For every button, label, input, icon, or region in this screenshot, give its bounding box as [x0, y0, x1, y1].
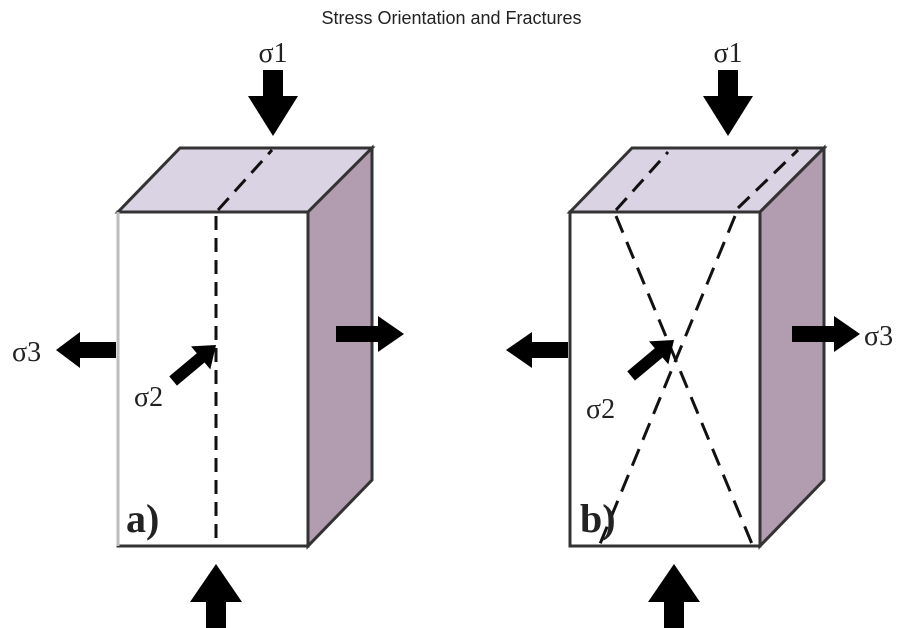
block-b-side-face [758, 144, 826, 550]
sigma2-label-a: σ2 [134, 382, 163, 413]
sigma3-arrow-left-a [56, 332, 116, 368]
fracture-b-front-1 [614, 215, 754, 545]
sigma3-arrow-right-b [792, 316, 860, 352]
block-a-front-face [116, 210, 310, 548]
panel-label-b: b) [580, 496, 616, 541]
sigma2-arrow-b [627, 340, 674, 381]
bottom-arrow-b [648, 564, 700, 628]
sigma2-arrow-a [169, 345, 216, 386]
panel-b: σ1 σ3 σ2 b) [506, 38, 893, 628]
panel-a: σ1 σ3 σ2 a) [12, 38, 404, 628]
fracture-b-front-2 [598, 215, 737, 545]
sigma1-arrow-a [248, 70, 298, 136]
bottom-arrow-a [190, 564, 242, 628]
sigma1-label-a: σ1 [258, 38, 287, 69]
block-a-side-face [306, 144, 374, 550]
tension-arrow-right-a [336, 316, 404, 352]
sigma1-arrow-b [703, 70, 753, 136]
sigma3-label-b: σ3 [864, 321, 893, 352]
fracture-b-top-2 [736, 148, 800, 210]
sigma2-label-b: σ2 [586, 394, 615, 425]
panel-label-a: a) [126, 496, 159, 541]
fracture-b-top-1 [614, 150, 670, 212]
diagram-title: Stress Orientation and Fractures [321, 8, 582, 28]
sigma3-label-a: σ3 [12, 337, 41, 368]
tension-arrow-left-b [506, 332, 568, 368]
sigma1-label-b: σ1 [713, 38, 742, 69]
fracture-a-top [216, 148, 274, 212]
